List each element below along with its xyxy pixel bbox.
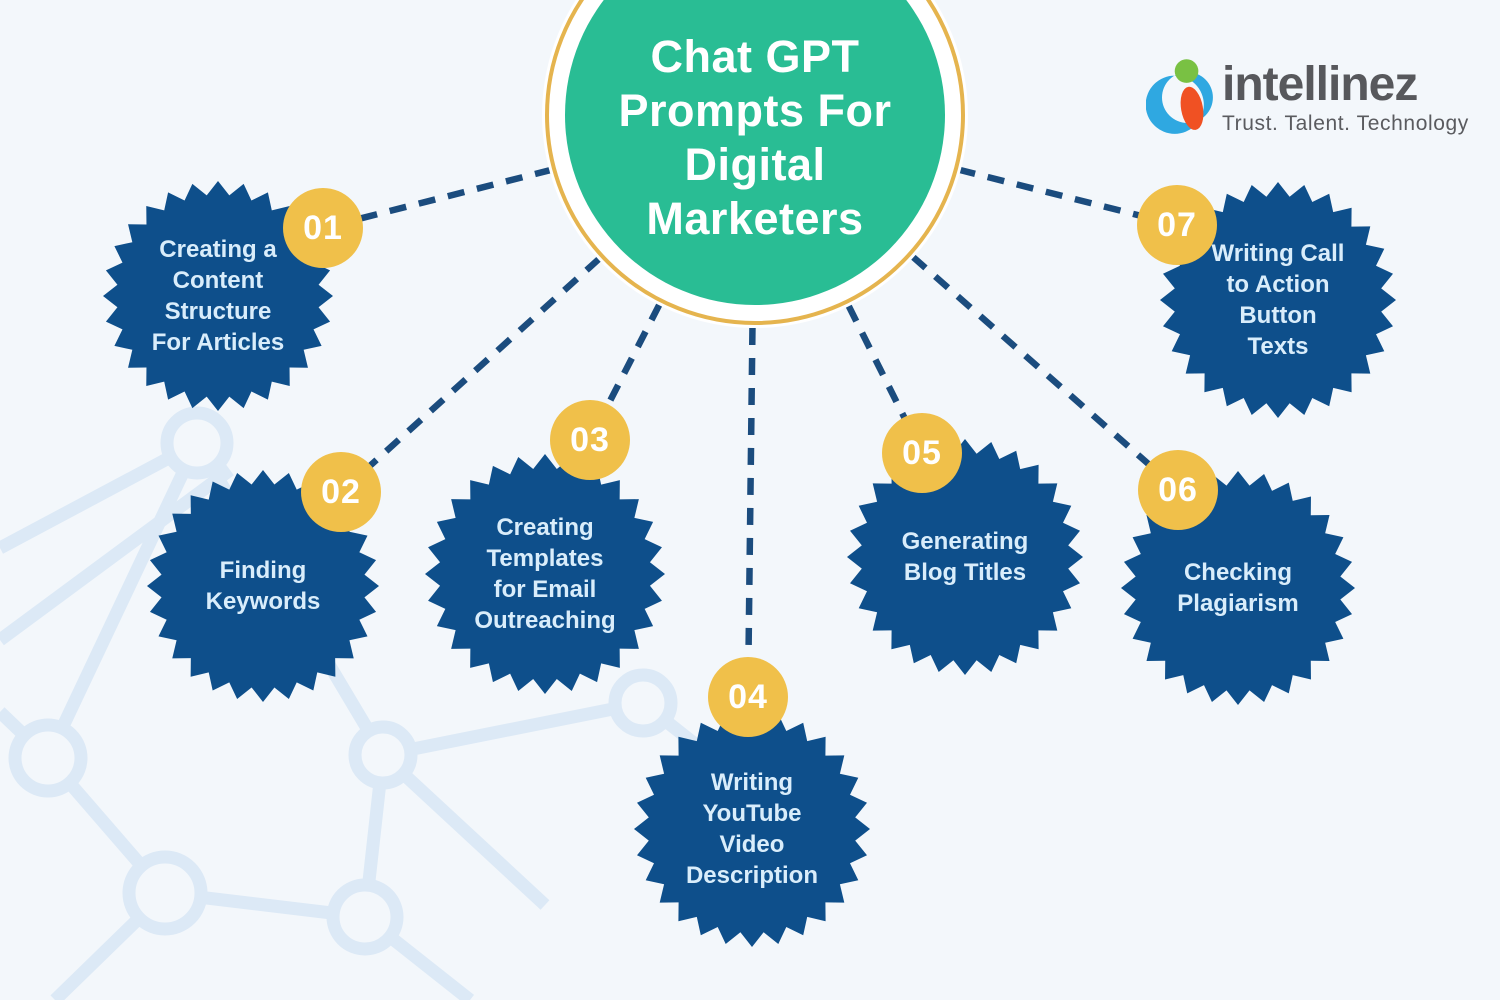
badge-06-number: 06 — [1138, 450, 1218, 530]
badge-01-number: 01 — [283, 188, 363, 268]
page-title: Chat GPT Prompts For Digital Marketers — [618, 31, 892, 244]
starburst-shape — [147, 470, 379, 702]
starburst-shape — [634, 711, 870, 947]
logo-tagline: Trust. Talent. Technology — [1222, 112, 1469, 135]
logo-wordmark: intellinez — [1222, 58, 1418, 111]
central-topic-circle: Chat GPT Prompts For Digital Marketers — [565, 0, 945, 305]
badge-06-label: Checking Plagiarism — [1177, 559, 1299, 617]
badge-05-label: Generating Blog Titles — [901, 528, 1029, 586]
badge-03: Creating Templates for Email Outreaching — [425, 454, 665, 694]
starburst-shape — [103, 181, 333, 411]
badge-04: Writing YouTube Video Description — [634, 711, 870, 947]
badge-04-label: Writing YouTube Video Description — [685, 769, 818, 889]
badge-07: Writing Call to Action Button Texts — [1160, 182, 1396, 418]
badge-02-label: Finding Keywords — [205, 557, 321, 615]
starburst-shape — [1160, 182, 1396, 418]
badge-04-number: 04 — [708, 657, 788, 737]
badge-05: Generating Blog Titles — [847, 439, 1083, 675]
badge-03-label: Creating Templates for Email Outreaching — [474, 514, 616, 634]
intellinez-logo-icon — [1146, 59, 1213, 134]
logo-intellinez: intellinez Trust. Talent. Technology — [1146, 52, 1469, 152]
badge-07-label: Writing Call to Action Button Texts — [1211, 240, 1345, 360]
badge-01-label: Creating a Content Structure For Article… — [151, 236, 285, 356]
badge-03-number: 03 — [550, 400, 630, 480]
starburst-shape — [425, 454, 665, 694]
badge-02: Finding Keywords — [147, 470, 379, 702]
badge-05-number: 05 — [882, 413, 962, 493]
badge-02-number: 02 — [301, 452, 381, 532]
starburst-shape — [847, 439, 1083, 675]
badge-01: Creating a Content Structure For Article… — [103, 181, 333, 411]
badge-07-number: 07 — [1137, 185, 1217, 265]
